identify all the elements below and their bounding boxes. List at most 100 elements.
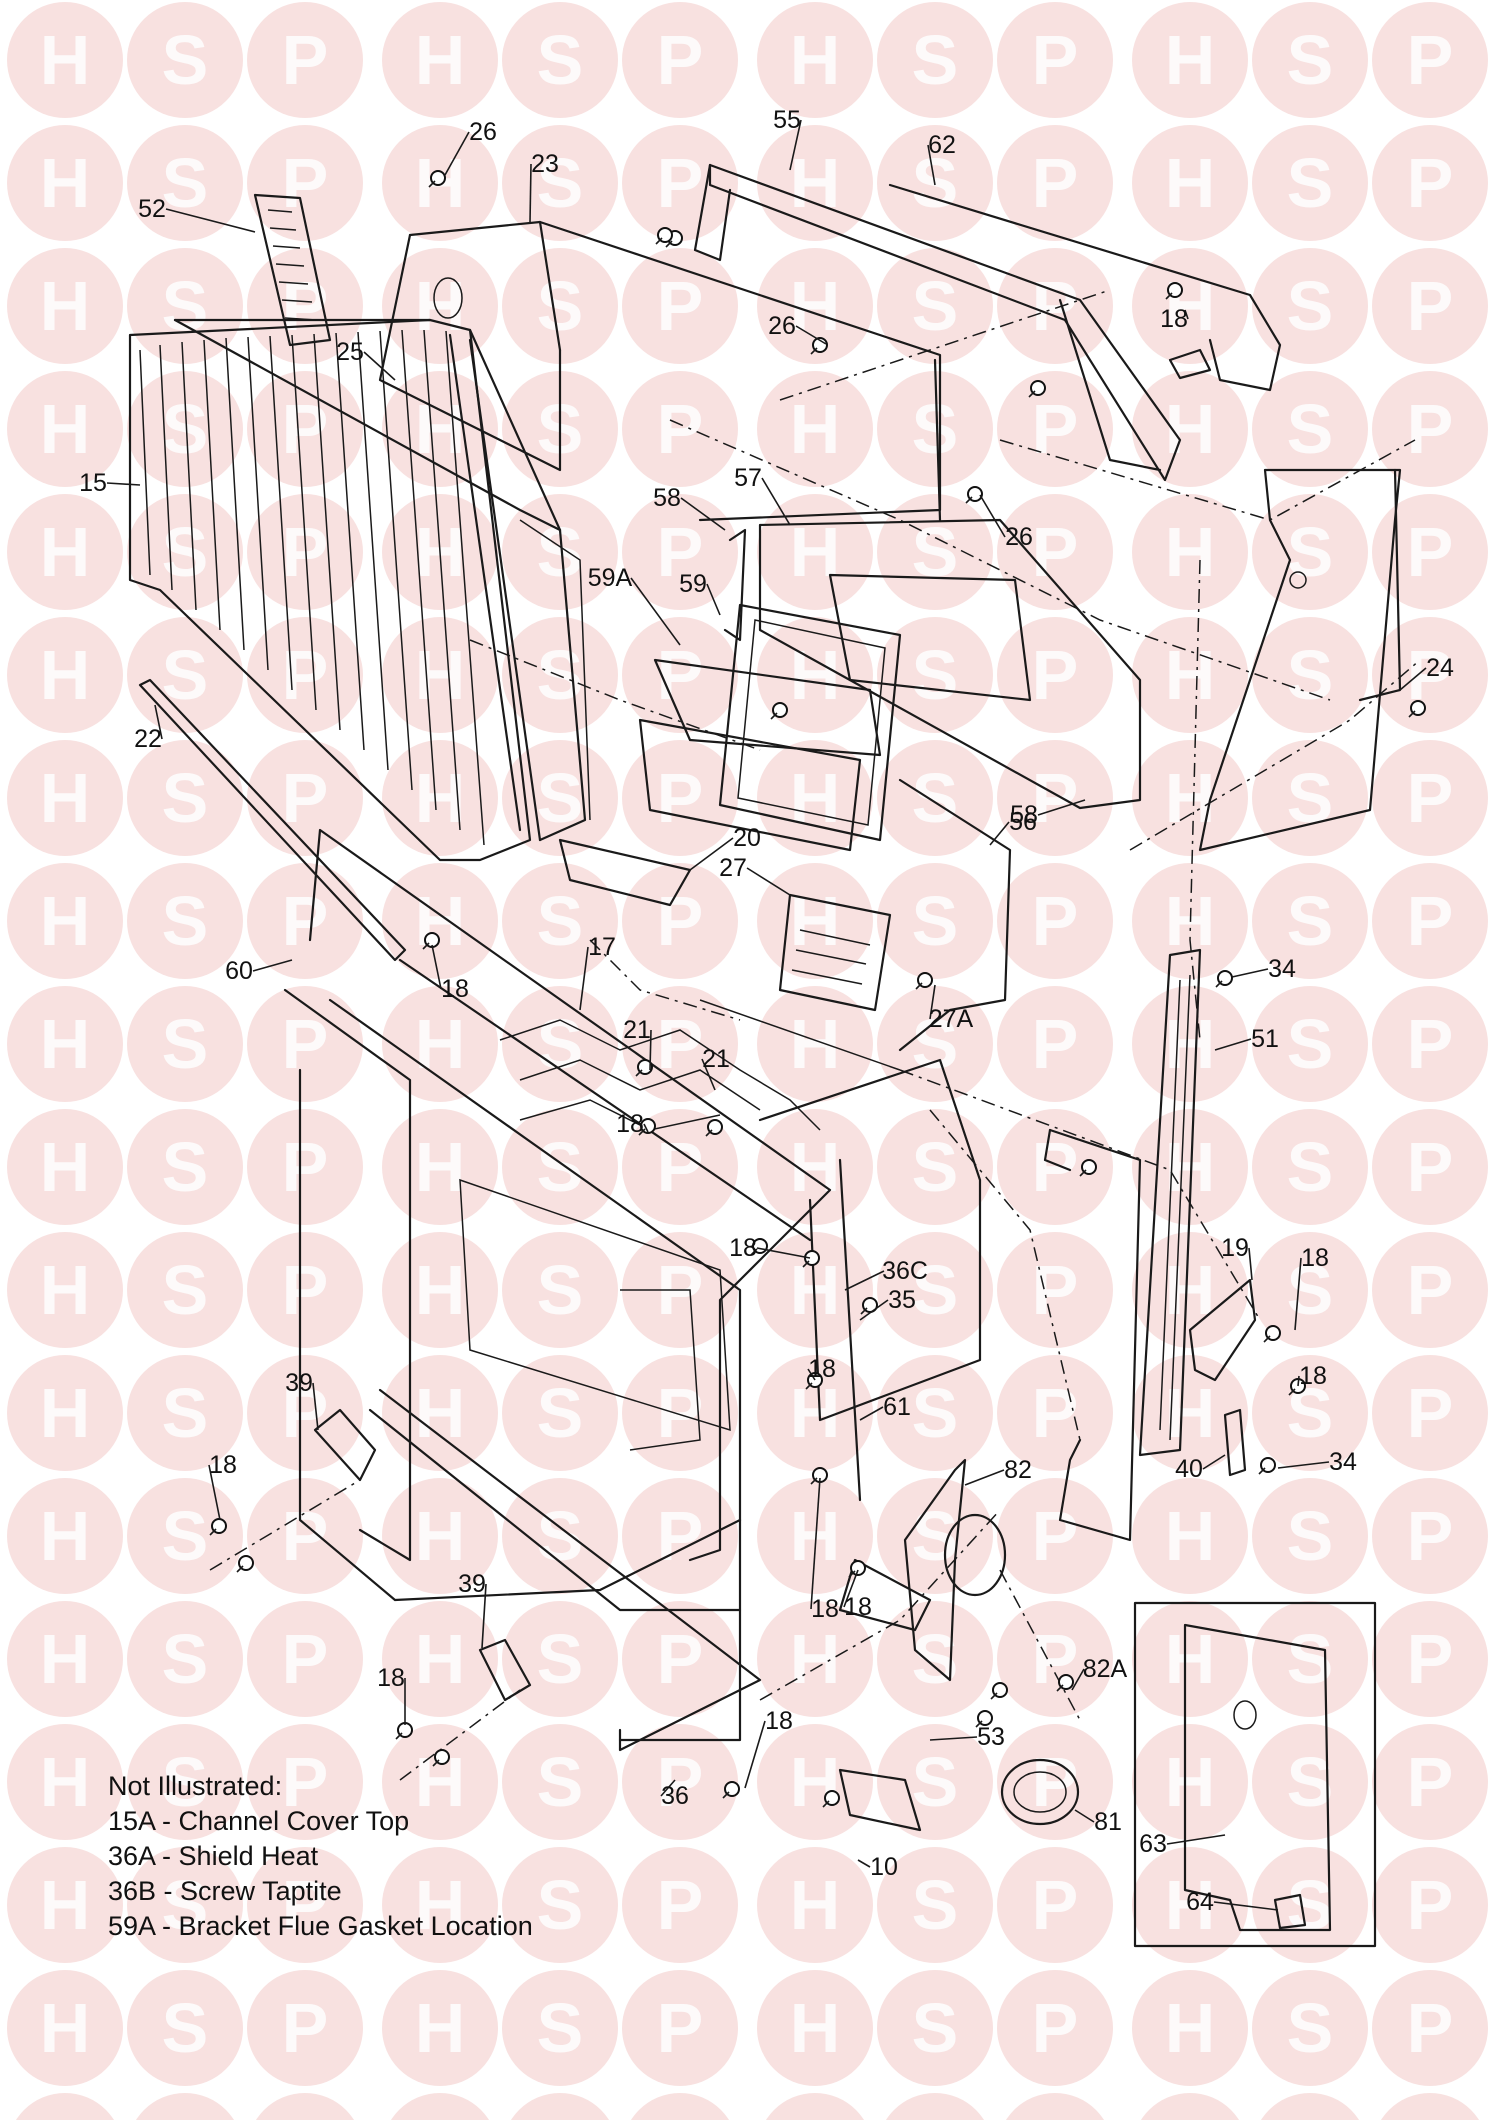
callout-label: 18: [808, 1355, 836, 1383]
callout-label: 26: [469, 118, 497, 146]
callout-label: 18: [441, 975, 469, 1003]
callout-leader: [1213, 1901, 1279, 1911]
screw-shank: [1079, 1169, 1087, 1177]
screw-shank: [638, 1128, 646, 1136]
screw-shank: [635, 1069, 643, 1077]
callout-leader: [859, 1299, 889, 1321]
callout-leader: [106, 482, 141, 486]
screw-shank: [1215, 980, 1223, 988]
screw-shank: [1408, 710, 1416, 718]
callout-label: 39: [285, 1369, 313, 1397]
callout-leader: [1294, 1257, 1302, 1331]
screw-shank: [432, 1759, 440, 1767]
callout-leader: [1277, 1461, 1330, 1469]
callout-leader: [859, 1406, 884, 1421]
screw-shank: [822, 1800, 830, 1808]
callout-leader: [929, 984, 936, 1020]
callout-label: 53: [977, 1723, 1005, 1751]
callout-label: 34: [1268, 955, 1296, 983]
callout-label: 27: [719, 854, 747, 882]
screw-shank: [770, 712, 778, 720]
callout-label: 18: [844, 1593, 872, 1621]
part-24-bracket: [1198, 468, 1402, 852]
callout-label: 21: [623, 1016, 651, 1044]
screw-shank: [665, 240, 673, 248]
screw-shank: [805, 1382, 813, 1390]
callout-label: 63: [1139, 1830, 1167, 1858]
screw-shank: [860, 1307, 868, 1315]
callout-leader: [789, 119, 802, 171]
callout-leader: [964, 1469, 1005, 1486]
screw-shank: [750, 1248, 758, 1256]
callout-label: 58: [653, 484, 681, 512]
callout-label: 60: [225, 957, 253, 985]
callout-leader: [1071, 1668, 1085, 1691]
callout-label: 18: [811, 1595, 839, 1623]
screw-shank: [802, 1260, 810, 1268]
callout-label: 17: [588, 933, 616, 961]
notes-item: 59A - Bracket Flue Gasket Location: [108, 1911, 533, 1941]
callout-leader: [252, 959, 293, 972]
callout-label: 82: [1004, 1456, 1032, 1484]
callout-label: 36: [661, 1782, 689, 1810]
callout-leader: [689, 837, 734, 871]
callout-leader: [165, 208, 256, 233]
callout-label: 56: [1009, 808, 1037, 836]
callout-label: 18: [209, 1451, 237, 1479]
screw-shank: [209, 1528, 217, 1536]
callout-leader: [680, 497, 726, 531]
part-60-front-frame: [138, 678, 832, 1752]
screw-shank: [990, 1692, 998, 1700]
callout-label: 18: [1301, 1244, 1329, 1272]
callout-leader: [1166, 1834, 1226, 1845]
callout-leader: [756, 1247, 811, 1259]
callout-label: 34: [1329, 1448, 1357, 1476]
notes-heading: Not Illustrated:: [108, 1771, 283, 1801]
callout-label: 15: [79, 469, 107, 497]
part-39-brackets: [313, 1408, 532, 1702]
callout-leader: [795, 325, 827, 345]
callout-label: 58: [1010, 801, 1038, 829]
screws: [209, 170, 1426, 1808]
callout-label: 18: [616, 1110, 644, 1138]
callout-leader: [481, 1583, 487, 1649]
callout-label: 40: [1175, 1455, 1203, 1483]
not-illustrated-notes: Not Illustrated: 15A - Channel Cover Top…: [108, 1769, 533, 1944]
screw-shank: [1028, 390, 1036, 398]
notes-item: 36A - Shield Heat: [108, 1841, 319, 1871]
screw-shank: [236, 1565, 244, 1573]
callouts: 1517181818181818181818181818192021212223…: [79, 106, 1454, 1916]
screw-shank: [428, 180, 436, 188]
callout-leader: [810, 1477, 821, 1610]
screw-shank: [1056, 1684, 1064, 1692]
callout-label: 39: [458, 1570, 486, 1598]
part-56-side-panel: [898, 778, 1012, 1052]
callout-label: 52: [138, 195, 166, 223]
notes-item: 15A - Channel Cover Top: [108, 1806, 410, 1836]
callout-leader: [844, 1270, 885, 1291]
assembly-guide-lines: [209, 289, 1421, 1781]
callout-leader: [208, 1464, 221, 1521]
part-52-grille: [253, 193, 332, 347]
callout-label: 36C: [882, 1257, 928, 1285]
callout-label: 82A: [1083, 1655, 1128, 1683]
part-82-flue: [838, 1458, 1080, 1832]
callout-leader: [649, 1029, 652, 1071]
callout-leader: [857, 1859, 871, 1868]
callout-leader: [701, 1058, 716, 1091]
callout-leader: [706, 583, 721, 616]
callout-label: 20: [733, 824, 761, 852]
callout-label: 26: [768, 312, 796, 340]
callout-label: 26: [1005, 523, 1033, 551]
callout-label: 62: [928, 131, 956, 159]
screw-shank: [722, 1791, 730, 1799]
callout-label: 18: [1160, 305, 1188, 333]
callout-label: 51: [1251, 1025, 1279, 1053]
callout-leader: [529, 163, 532, 223]
part-55-62-frames: [693, 163, 1282, 482]
screw-shank: [655, 237, 663, 245]
callout-leader: [1248, 1247, 1253, 1281]
callout-label: 18: [765, 1707, 793, 1735]
callout-label: 64: [1186, 1888, 1214, 1916]
callout-leader: [1231, 968, 1269, 978]
